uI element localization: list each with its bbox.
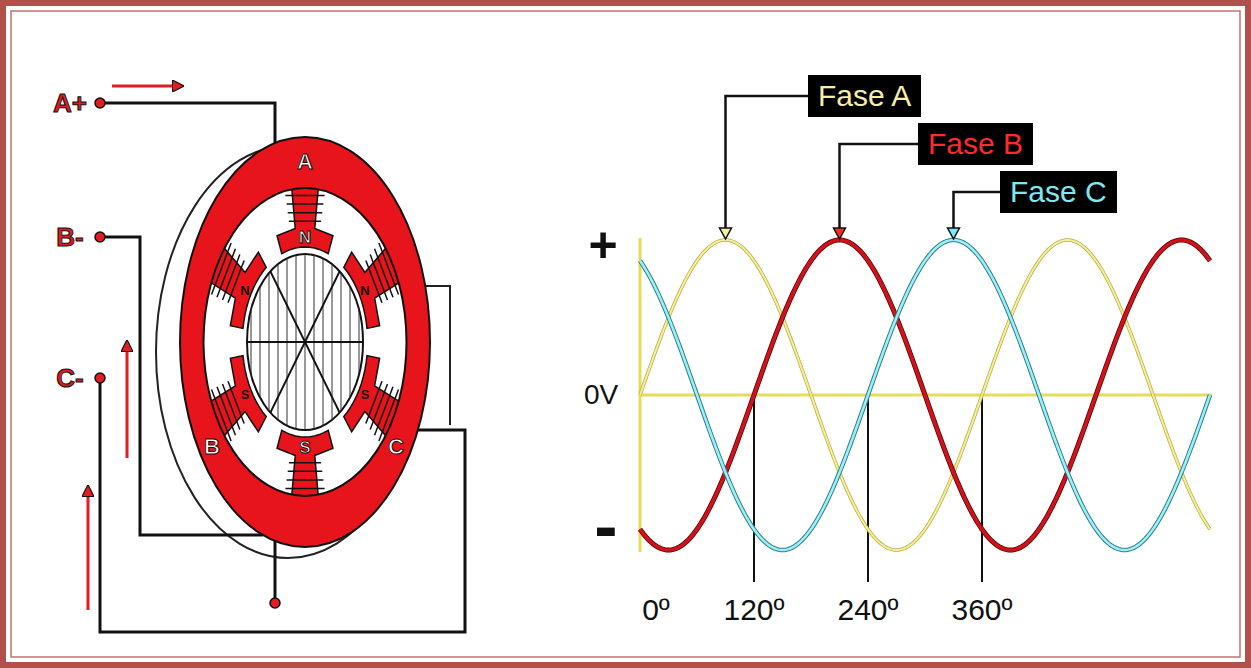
motor	[180, 137, 430, 547]
leader-line	[840, 144, 919, 230]
terminal-label: B-	[56, 224, 83, 250]
rotor-line	[265, 260, 345, 424]
rotor-line	[265, 260, 345, 424]
pole-label: S	[241, 388, 250, 401]
phase-curve	[640, 240, 1210, 550]
stator-phase-label: A	[297, 151, 313, 173]
current-arrow	[126, 342, 129, 458]
coil-winding	[287, 203, 324, 205]
leader-line	[954, 192, 1001, 230]
angle-label: 360º	[951, 595, 1012, 625]
rotor-bars	[235, 254, 375, 430]
coil-winding	[285, 488, 324, 490]
wire	[105, 103, 275, 143]
current-arrow	[112, 85, 182, 88]
wires	[100, 103, 465, 632]
leader-arrowhead	[948, 228, 960, 239]
pole-label: S	[361, 388, 370, 401]
leader-arrowhead	[720, 228, 732, 239]
pole-label: N	[240, 284, 249, 297]
angle-label: 120º	[723, 595, 784, 625]
terminal-label: C-	[56, 365, 83, 391]
phase-label-box: Fase C	[1000, 171, 1117, 213]
phase-curve	[640, 240, 1210, 550]
tick	[867, 395, 869, 582]
terminal	[95, 373, 105, 383]
stator-bore	[204, 188, 407, 496]
chart-axes	[640, 238, 1212, 582]
coil-winding	[288, 471, 323, 473]
coil-winding	[289, 221, 321, 223]
phase-label-box: Fase A	[808, 75, 921, 117]
phase-curve	[640, 240, 1210, 550]
phase-label: Fase C	[1010, 174, 1107, 210]
terminal	[95, 232, 105, 242]
leader-line	[726, 96, 809, 230]
current-arrows	[88, 86, 182, 610]
pole-label: N	[299, 229, 311, 246]
axis-sign: +	[588, 220, 617, 270]
axis-label: 0V	[584, 381, 618, 409]
phase-curve	[640, 240, 1210, 550]
terminal	[270, 598, 280, 608]
coil-winding	[287, 479, 324, 481]
coil-winding	[289, 462, 321, 464]
phase-label: Fase B	[928, 126, 1023, 162]
terminal	[95, 98, 105, 108]
wire	[274, 541, 277, 600]
angle-label: 0º	[642, 595, 670, 625]
phase-label-box: Fase B	[918, 123, 1033, 165]
frame-inner	[11, 11, 1240, 657]
axis-sign: -	[594, 491, 617, 561]
stator-phase-label: C	[388, 436, 404, 458]
phase-curve	[640, 240, 1210, 550]
leader-arrowhead	[834, 228, 846, 239]
stator-ring	[180, 137, 430, 547]
phase-curve	[640, 240, 1210, 550]
angle-label: 240º	[837, 595, 898, 625]
sine-curves	[640, 240, 1210, 550]
current-arrow	[87, 487, 90, 610]
pole-label: S	[299, 439, 310, 456]
frame	[3, 3, 1248, 665]
stator-phase-label: B	[204, 436, 220, 458]
tick	[753, 395, 755, 582]
phase-label: Fase A	[818, 78, 911, 114]
terminal-label: A+	[53, 90, 87, 116]
coil-winding	[288, 212, 323, 214]
coil-winding	[285, 195, 324, 197]
leader-lines	[720, 96, 1001, 239]
pole-label: N	[360, 284, 369, 297]
tick	[981, 395, 983, 582]
